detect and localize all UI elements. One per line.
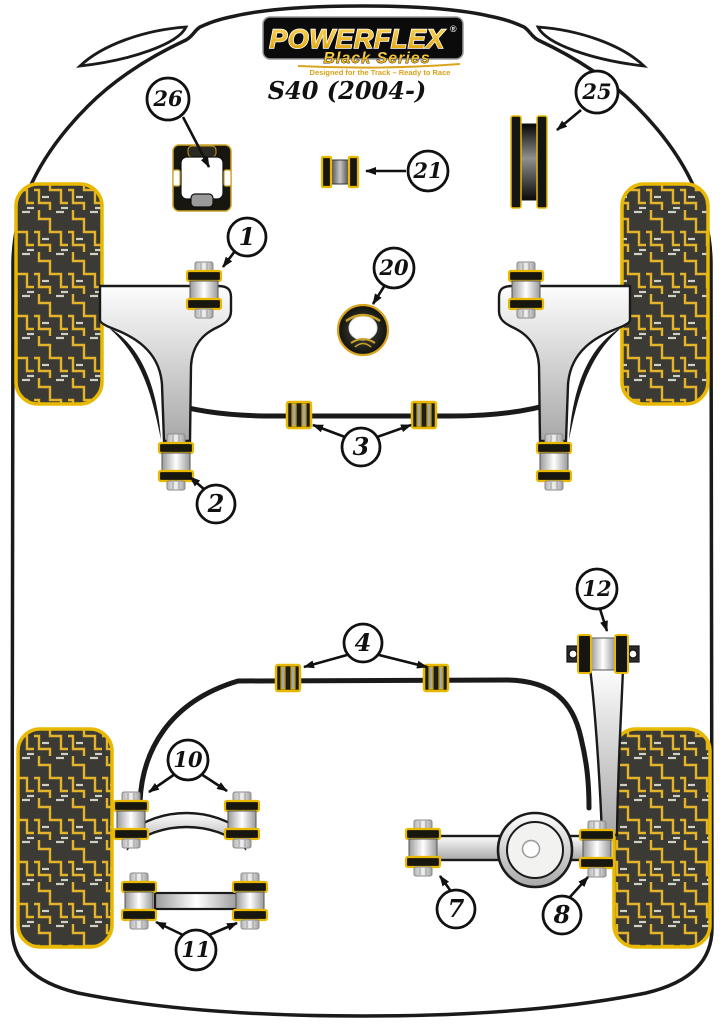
svg-text:1: 1 <box>239 222 256 251</box>
callout-3: 3 <box>312 423 412 468</box>
bushing-tie-bar-straight-right <box>231 871 269 931</box>
rear-anti-roll-bar <box>137 677 592 811</box>
bushing-trailing-arm <box>566 634 640 674</box>
bushing-rear-arb-right <box>422 663 450 693</box>
svg-text:11: 11 <box>181 937 210 962</box>
brand-text: POWERFLEX <box>269 24 446 54</box>
series-text: Black Series <box>323 50 430 67</box>
engine-mount-small-bushing <box>320 155 360 189</box>
bushing-front-wishbone-front-right <box>507 260 545 320</box>
bushing-tie-bar-straight-left <box>120 871 158 931</box>
bushing-front-wishbone-rear-right <box>535 432 573 492</box>
callout-1: 1 <box>221 216 268 268</box>
series-underline <box>297 63 461 69</box>
callout-21: 21 <box>365 149 450 193</box>
tire-front-right <box>620 182 710 406</box>
logo-background <box>262 16 464 60</box>
bushing-tie-bar-curved-right <box>223 790 261 850</box>
brand-logo: POWERFLEX ® Black Series Designed for th… <box>262 16 464 77</box>
tagline-text: Designed for the Track – Ready to Race <box>310 68 451 77</box>
svg-text:20: 20 <box>378 255 409 280</box>
svg-text:2: 2 <box>207 489 225 518</box>
callout-20: 20 <box>371 246 416 305</box>
svg-text:12: 12 <box>582 576 611 601</box>
callout-26: 26 <box>145 76 211 168</box>
rear-lower-arm <box>428 811 592 889</box>
bushing-tie-bar-curved-left <box>112 790 150 850</box>
rear-trailing-arm <box>588 666 625 837</box>
tire-front-left <box>14 182 104 406</box>
callout-7: 7 <box>435 875 477 930</box>
headlight-left-icon <box>76 25 189 68</box>
svg-text:21: 21 <box>412 158 442 183</box>
svg-text:4: 4 <box>355 628 372 657</box>
callout-4: 4 <box>303 622 428 669</box>
rear-tie-bar-straight <box>153 891 240 911</box>
gearbox-mount-insert <box>336 303 390 357</box>
svg-text:8: 8 <box>553 900 571 929</box>
svg-text:3: 3 <box>353 432 370 461</box>
callout-2: 2 <box>189 476 237 525</box>
svg-text:25: 25 <box>581 79 611 104</box>
callout-25: 25 <box>556 69 620 131</box>
callout-12: 12 <box>575 567 619 632</box>
registered-mark: ® <box>450 24 457 34</box>
front-anti-roll-bar <box>163 399 561 419</box>
tire-rear-left <box>16 727 114 949</box>
tire-rear-right <box>612 727 712 949</box>
headlight-right-icon <box>535 25 648 68</box>
bushing-lower-arm-inner <box>404 818 442 878</box>
bushing-front-wishbone-rear-left <box>157 432 195 492</box>
bushing-lower-arm-outer <box>578 819 616 879</box>
callout-8: 8 <box>541 876 589 936</box>
bushing-rear-arb-left <box>274 663 302 693</box>
bushing-front-wishbone-front-left <box>185 260 223 320</box>
callout-11: 11 <box>155 920 238 972</box>
model-title: S40 (2004-) <box>268 76 427 105</box>
svg-text:26: 26 <box>152 86 183 111</box>
callout-10: 10 <box>148 738 228 794</box>
engine-mount-pulley <box>510 115 548 209</box>
bushing-front-arb-left <box>285 400 313 430</box>
svg-text:7: 7 <box>448 894 465 923</box>
bushing-front-arb-right <box>410 400 438 430</box>
svg-text:10: 10 <box>173 747 203 772</box>
engine-mount-bracket <box>172 144 232 212</box>
